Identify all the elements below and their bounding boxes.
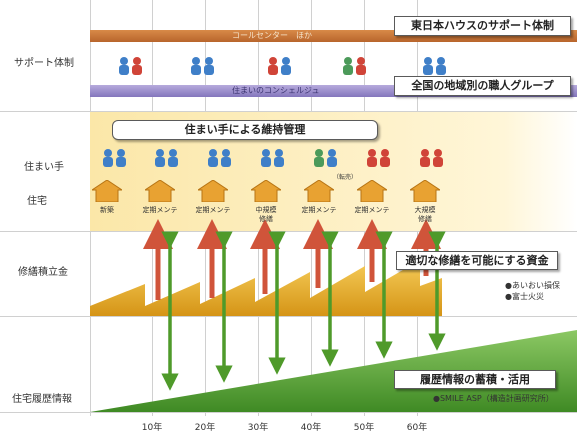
craftsman-people-icon: [188, 56, 218, 80]
resident-people-icon: [258, 148, 288, 172]
house-icon: [355, 179, 389, 206]
craftsman-people-icon: [265, 56, 295, 80]
history-note: ●SMILE ASP（構造計画研究所）: [433, 394, 554, 403]
craftsman-people-icon: [340, 56, 370, 80]
resident-people-icon: [100, 148, 130, 172]
house-label: 定期メンテ: [142, 206, 178, 214]
resident-people-icon: [205, 148, 235, 172]
maintenance-box: 住まい手による維持管理: [112, 120, 378, 140]
tick-20: 20年: [194, 423, 216, 433]
resident-people-icon: [417, 148, 447, 172]
craftsman-people-icon: [116, 56, 146, 80]
house-icon: [408, 179, 442, 206]
tick-50: 50年: [353, 423, 375, 433]
house-label: 大規模 修繕: [414, 206, 436, 223]
house-icon: [143, 179, 177, 206]
row-label-resident: 住まい手: [24, 162, 64, 173]
resident-people-icon: [364, 148, 394, 172]
concierge-label: 住まいのコンシェルジュ: [232, 86, 320, 95]
craftsman-group-box: 全国の地域別の職人グループ: [394, 76, 571, 96]
call-center-label: コールセンター ほか: [232, 31, 312, 40]
tick-10: 10年: [141, 423, 163, 433]
house-icon: [196, 179, 230, 206]
house-label: 中規模 修繕: [255, 206, 277, 223]
house-icon: [249, 179, 283, 206]
house-label: 新築: [100, 206, 114, 214]
house-label: 定期メンテ: [301, 206, 337, 214]
resident-people-icon: [152, 148, 182, 172]
fund-note-1: ●あいおい損保: [505, 281, 560, 290]
tick-40: 40年: [300, 423, 322, 433]
row-label-fund: 修繕積立金: [18, 267, 68, 278]
support-system-box: 東日本ハウスのサポート体制: [394, 16, 571, 36]
resident-people-icon: [311, 148, 341, 172]
house-icon: [90, 179, 124, 206]
row-label-house: 住宅: [27, 196, 47, 207]
fund-note-2: ●富士火災: [505, 292, 544, 301]
history-area: [90, 330, 577, 412]
craftsman-people-icon: [420, 56, 450, 80]
sale-note: （転売）: [333, 174, 358, 181]
tick-30: 30年: [247, 423, 269, 433]
fund-box: 適切な修繕を可能にする資金: [396, 251, 558, 270]
house-icon: [302, 179, 336, 206]
house-label: 定期メンテ: [195, 206, 231, 214]
house-label: 定期メンテ: [354, 206, 390, 214]
history-box: 履歴情報の蓄積・活用: [394, 370, 556, 389]
row-label-history: 住宅履歴情報: [12, 394, 72, 405]
tick-60: 60年: [406, 423, 428, 433]
row-label-support: サポート体制: [14, 58, 74, 69]
